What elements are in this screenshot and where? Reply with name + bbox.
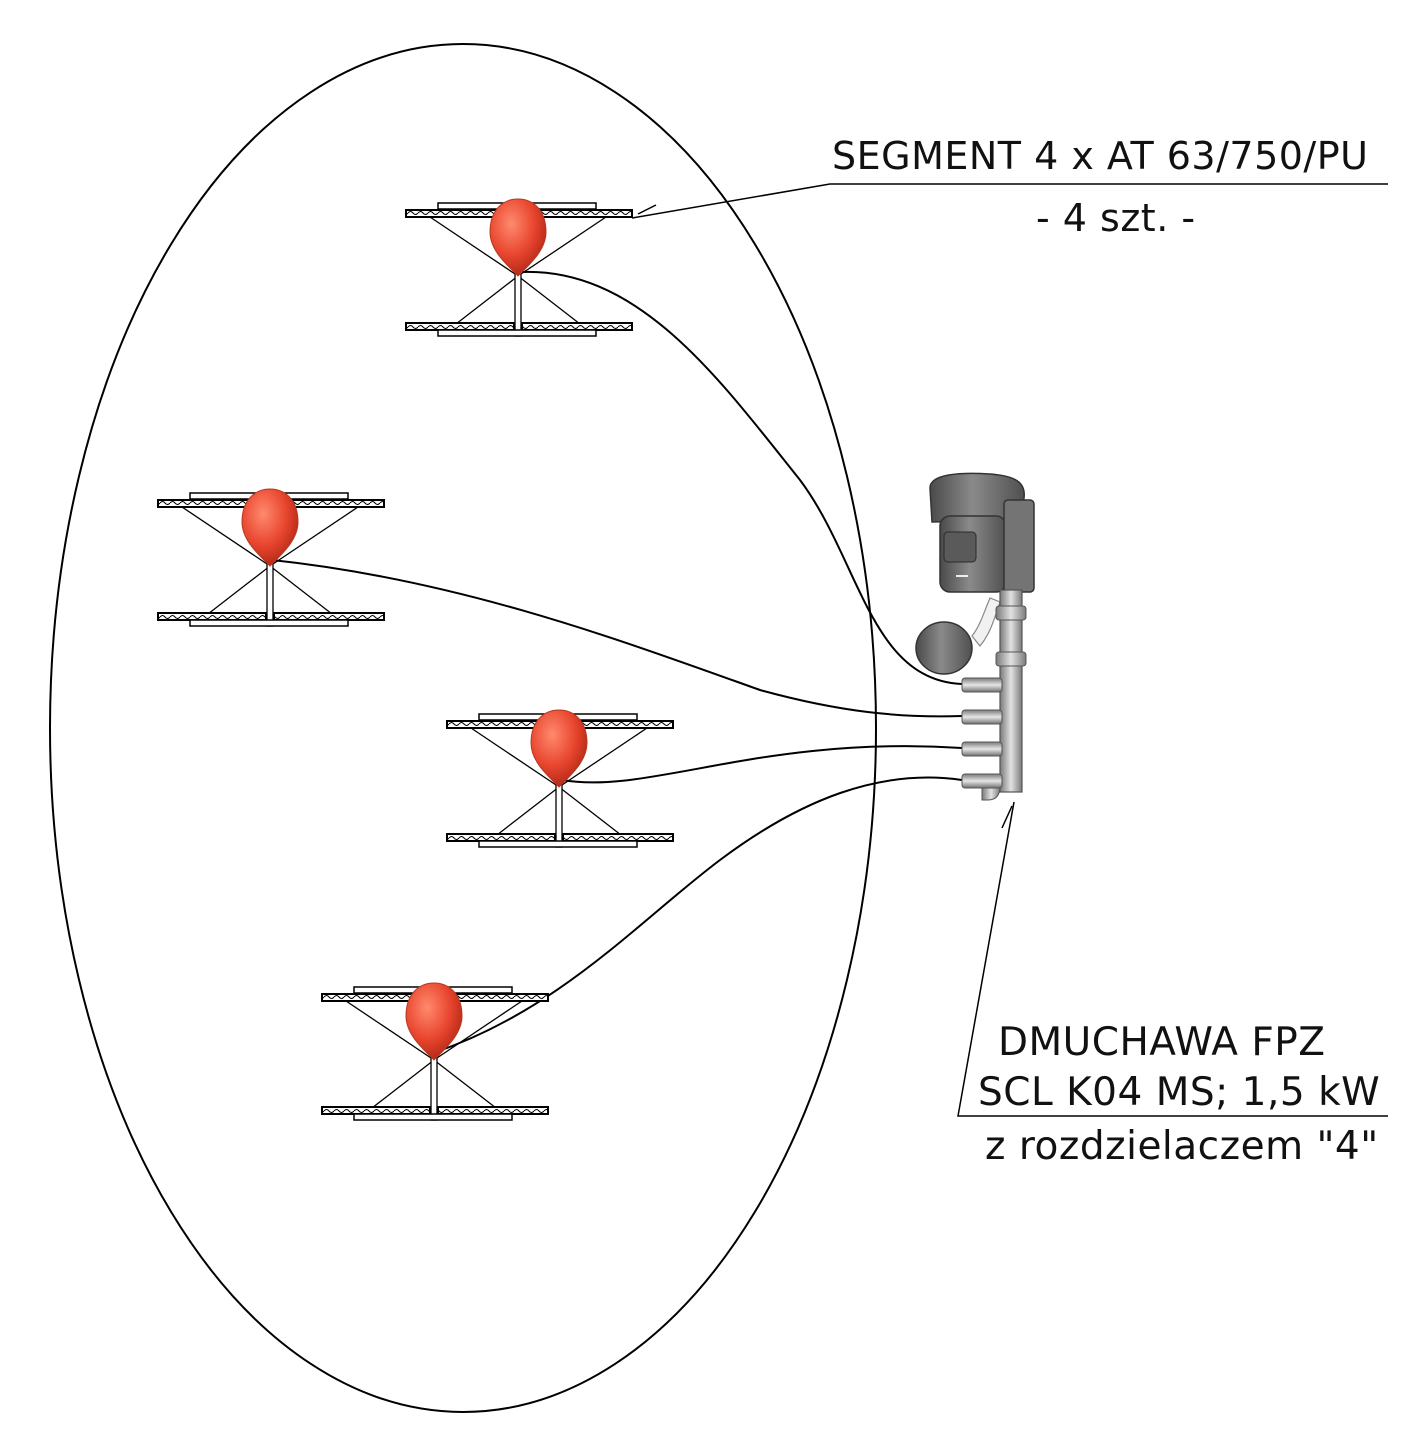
diffuser-segment-1	[405, 198, 633, 337]
hose-2	[271, 559, 963, 718]
blower-leader	[957, 801, 1388, 1117]
blower-label-line1: DMUCHAWA FPZ	[998, 1020, 1326, 1065]
blower-leader-tick	[1001, 805, 1013, 829]
diffuser-segment-4	[321, 982, 549, 1121]
segment-leader-tick	[637, 204, 657, 215]
hose-1	[521, 270, 963, 685]
blower-label-line2: SCL K04 MS; 1,5 kW	[978, 1070, 1381, 1115]
hose-3	[561, 745, 963, 784]
blower-label-line3: z rozdzielaczem "4"	[985, 1124, 1379, 1169]
blower-unit	[915, 472, 1035, 801]
manifold-outlets	[961, 677, 1003, 789]
tank-outline	[49, 43, 877, 1413]
diffuser-segment-2	[157, 488, 385, 627]
segment-label: SEGMENT 4 x AT 63/750/PU	[832, 134, 1369, 178]
air-hoses	[271, 270, 963, 1054]
leader-lines	[631, 183, 1388, 1117]
segment-leader	[631, 183, 1388, 219]
hose-4	[432, 776, 963, 1054]
segment-count-label: - 4 szt. -	[1036, 196, 1196, 240]
